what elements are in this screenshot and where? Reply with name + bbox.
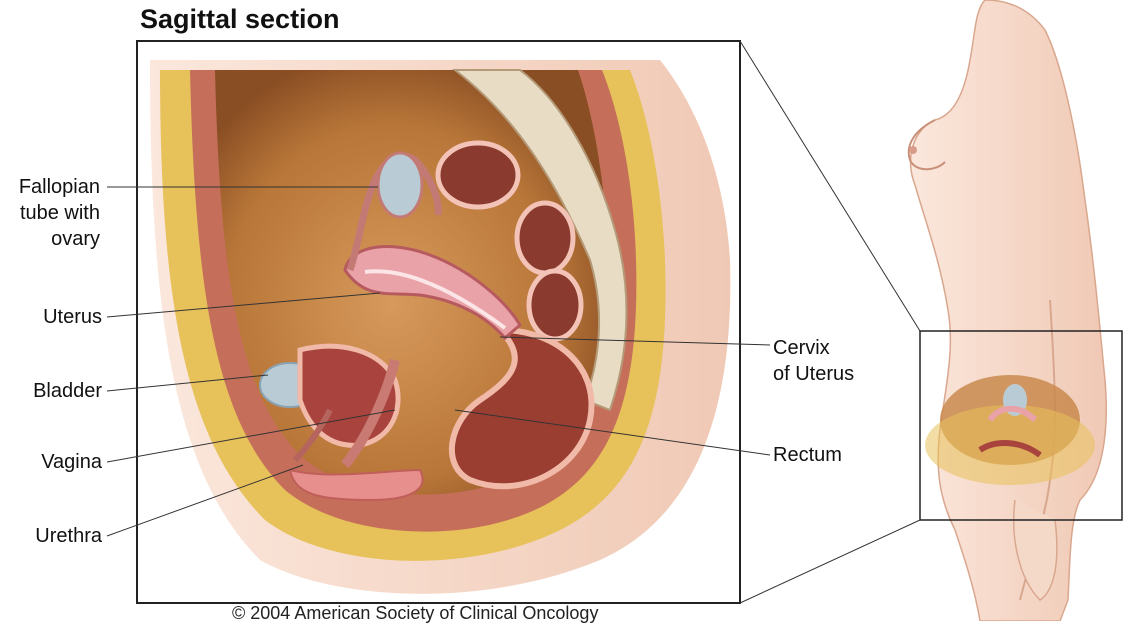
label-uterus: Uterus [10, 304, 102, 330]
label-fallopian-line3: ovary [10, 226, 100, 252]
label-rectum: Rectum [773, 442, 842, 468]
body-outline [911, 0, 1107, 621]
label-fallopian-line1: Fallopian [10, 174, 100, 200]
label-cervix-line2: of Uterus [773, 361, 854, 387]
intestine-loop [529, 271, 581, 339]
nipple [909, 146, 917, 154]
label-fallopian-line2: tube with [10, 200, 100, 226]
label-urethra: Urethra [10, 523, 102, 549]
label-fallopian-tube: Fallopian tube with ovary [10, 174, 100, 252]
body-figure [909, 0, 1122, 621]
diagram-title: Sagittal section [140, 4, 340, 35]
zoom-line-bottom [740, 520, 920, 603]
intestine-loop [438, 143, 518, 207]
ovary [378, 153, 422, 217]
intestine-loop [517, 203, 573, 273]
label-cervix-line1: Cervix [773, 335, 854, 361]
zoom-line-top [740, 41, 920, 331]
label-cervix: Cervix of Uterus [773, 335, 854, 387]
label-vagina: Vagina [10, 449, 102, 475]
sagittal-section-panel [137, 41, 740, 603]
label-bladder: Bladder [10, 378, 102, 404]
